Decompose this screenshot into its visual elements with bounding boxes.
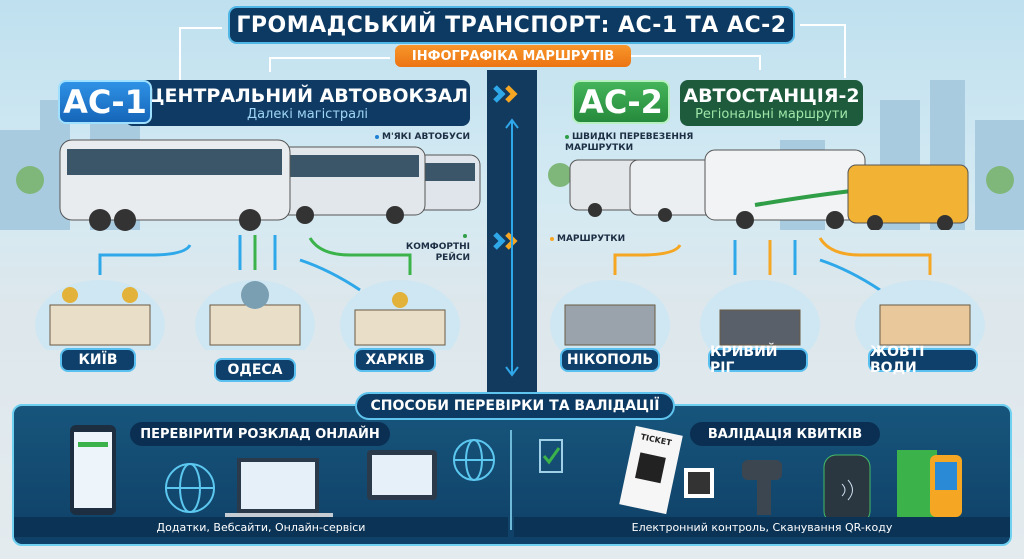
methods-title: СПОСОБИ ПЕРЕВІРКИ ТА ВАЛІДАЦІЇ xyxy=(355,392,675,420)
route-arrows xyxy=(98,235,932,292)
ac2-title: АВТОСТАНЦІЯ-2 xyxy=(683,84,860,107)
validation-caption: Електронний контроль, Сканування QR-коду xyxy=(514,517,1010,537)
nfc-reader-icon xyxy=(823,454,871,524)
qr-code-icon xyxy=(684,468,714,498)
smartphone-icon xyxy=(70,425,116,515)
online-caption: Додатки, Вебсайти, Онлайн-сервіси xyxy=(14,517,508,537)
ac2-subtitle: Регіональні маршрути xyxy=(695,106,848,122)
ac1-note-soft-buses: М'ЯКІ АВТОБУСИ xyxy=(375,132,470,143)
tablet-icon xyxy=(367,450,437,500)
laptop-icon xyxy=(225,458,333,523)
ac1-header: ЦЕНТРАЛЬНИЙ АВТОВОКЗАЛ Далекі магістралі xyxy=(125,80,470,126)
ac2-badge: АС-2 xyxy=(572,80,670,124)
minibuses-illustration xyxy=(569,149,969,230)
ac1-badge: АС-1 xyxy=(58,80,152,124)
ac1-note-comfort: КОМФОРТНІ РЕЙСИ xyxy=(400,231,470,264)
ac1-title: ЦЕНТРАЛЬНИЙ АВТОВОКЗАЛ xyxy=(146,84,469,107)
checklist-icon xyxy=(539,439,563,473)
globe-icon xyxy=(453,439,495,481)
methods-illustration: TICKET xyxy=(70,425,962,525)
page-subtitle: ІНФОГРАФІКА МАРШРУТІВ xyxy=(395,45,631,67)
landmarks-illustration xyxy=(35,280,985,350)
ac1-subtitle: Далекі магістралі xyxy=(246,106,369,122)
city-label-kyiv: КИЇВ xyxy=(60,348,136,372)
ac2-header: АВТОСТАНЦІЯ-2 Регіональні маршрути xyxy=(680,80,863,126)
city-label-odesa: ОДЕСА xyxy=(214,358,296,382)
page-title: ГРОМАДСЬКИЙ ТРАНСПОРТ: АС-1 ТА АС-2 xyxy=(228,6,795,44)
center-divider xyxy=(487,70,537,396)
city-label-zhovti-vody: ЖОВТІ ВОДИ xyxy=(868,344,978,376)
panel-divider xyxy=(510,430,512,530)
city-label-kryvyi-rih: КРИВИЙ РІГ xyxy=(708,344,808,376)
ac2-note-minibus: МАРШРУТКИ xyxy=(550,234,625,245)
connector-arrows xyxy=(179,24,846,80)
ticket-validation-heading: ВАЛІДАЦІЯ КВИТКІВ xyxy=(690,422,880,446)
ticket-icon xyxy=(619,425,683,515)
validator-icon xyxy=(897,450,962,525)
city-label-nikopol: НІКОПОЛЬ xyxy=(560,348,660,372)
scanner-icon xyxy=(742,460,782,515)
coach-buses-illustration xyxy=(59,139,481,231)
online-schedule-heading: ПЕРЕВІРИТИ РОЗКЛАД ОНЛАЙН xyxy=(130,422,390,446)
globe-icon xyxy=(165,463,215,513)
ac2-note-fast: ШВИДКІ ПЕРЕВЕЗЕННЯ МАРШРУТКИ xyxy=(565,132,694,153)
city-label-kharkiv: ХАРКІВ xyxy=(354,348,436,372)
